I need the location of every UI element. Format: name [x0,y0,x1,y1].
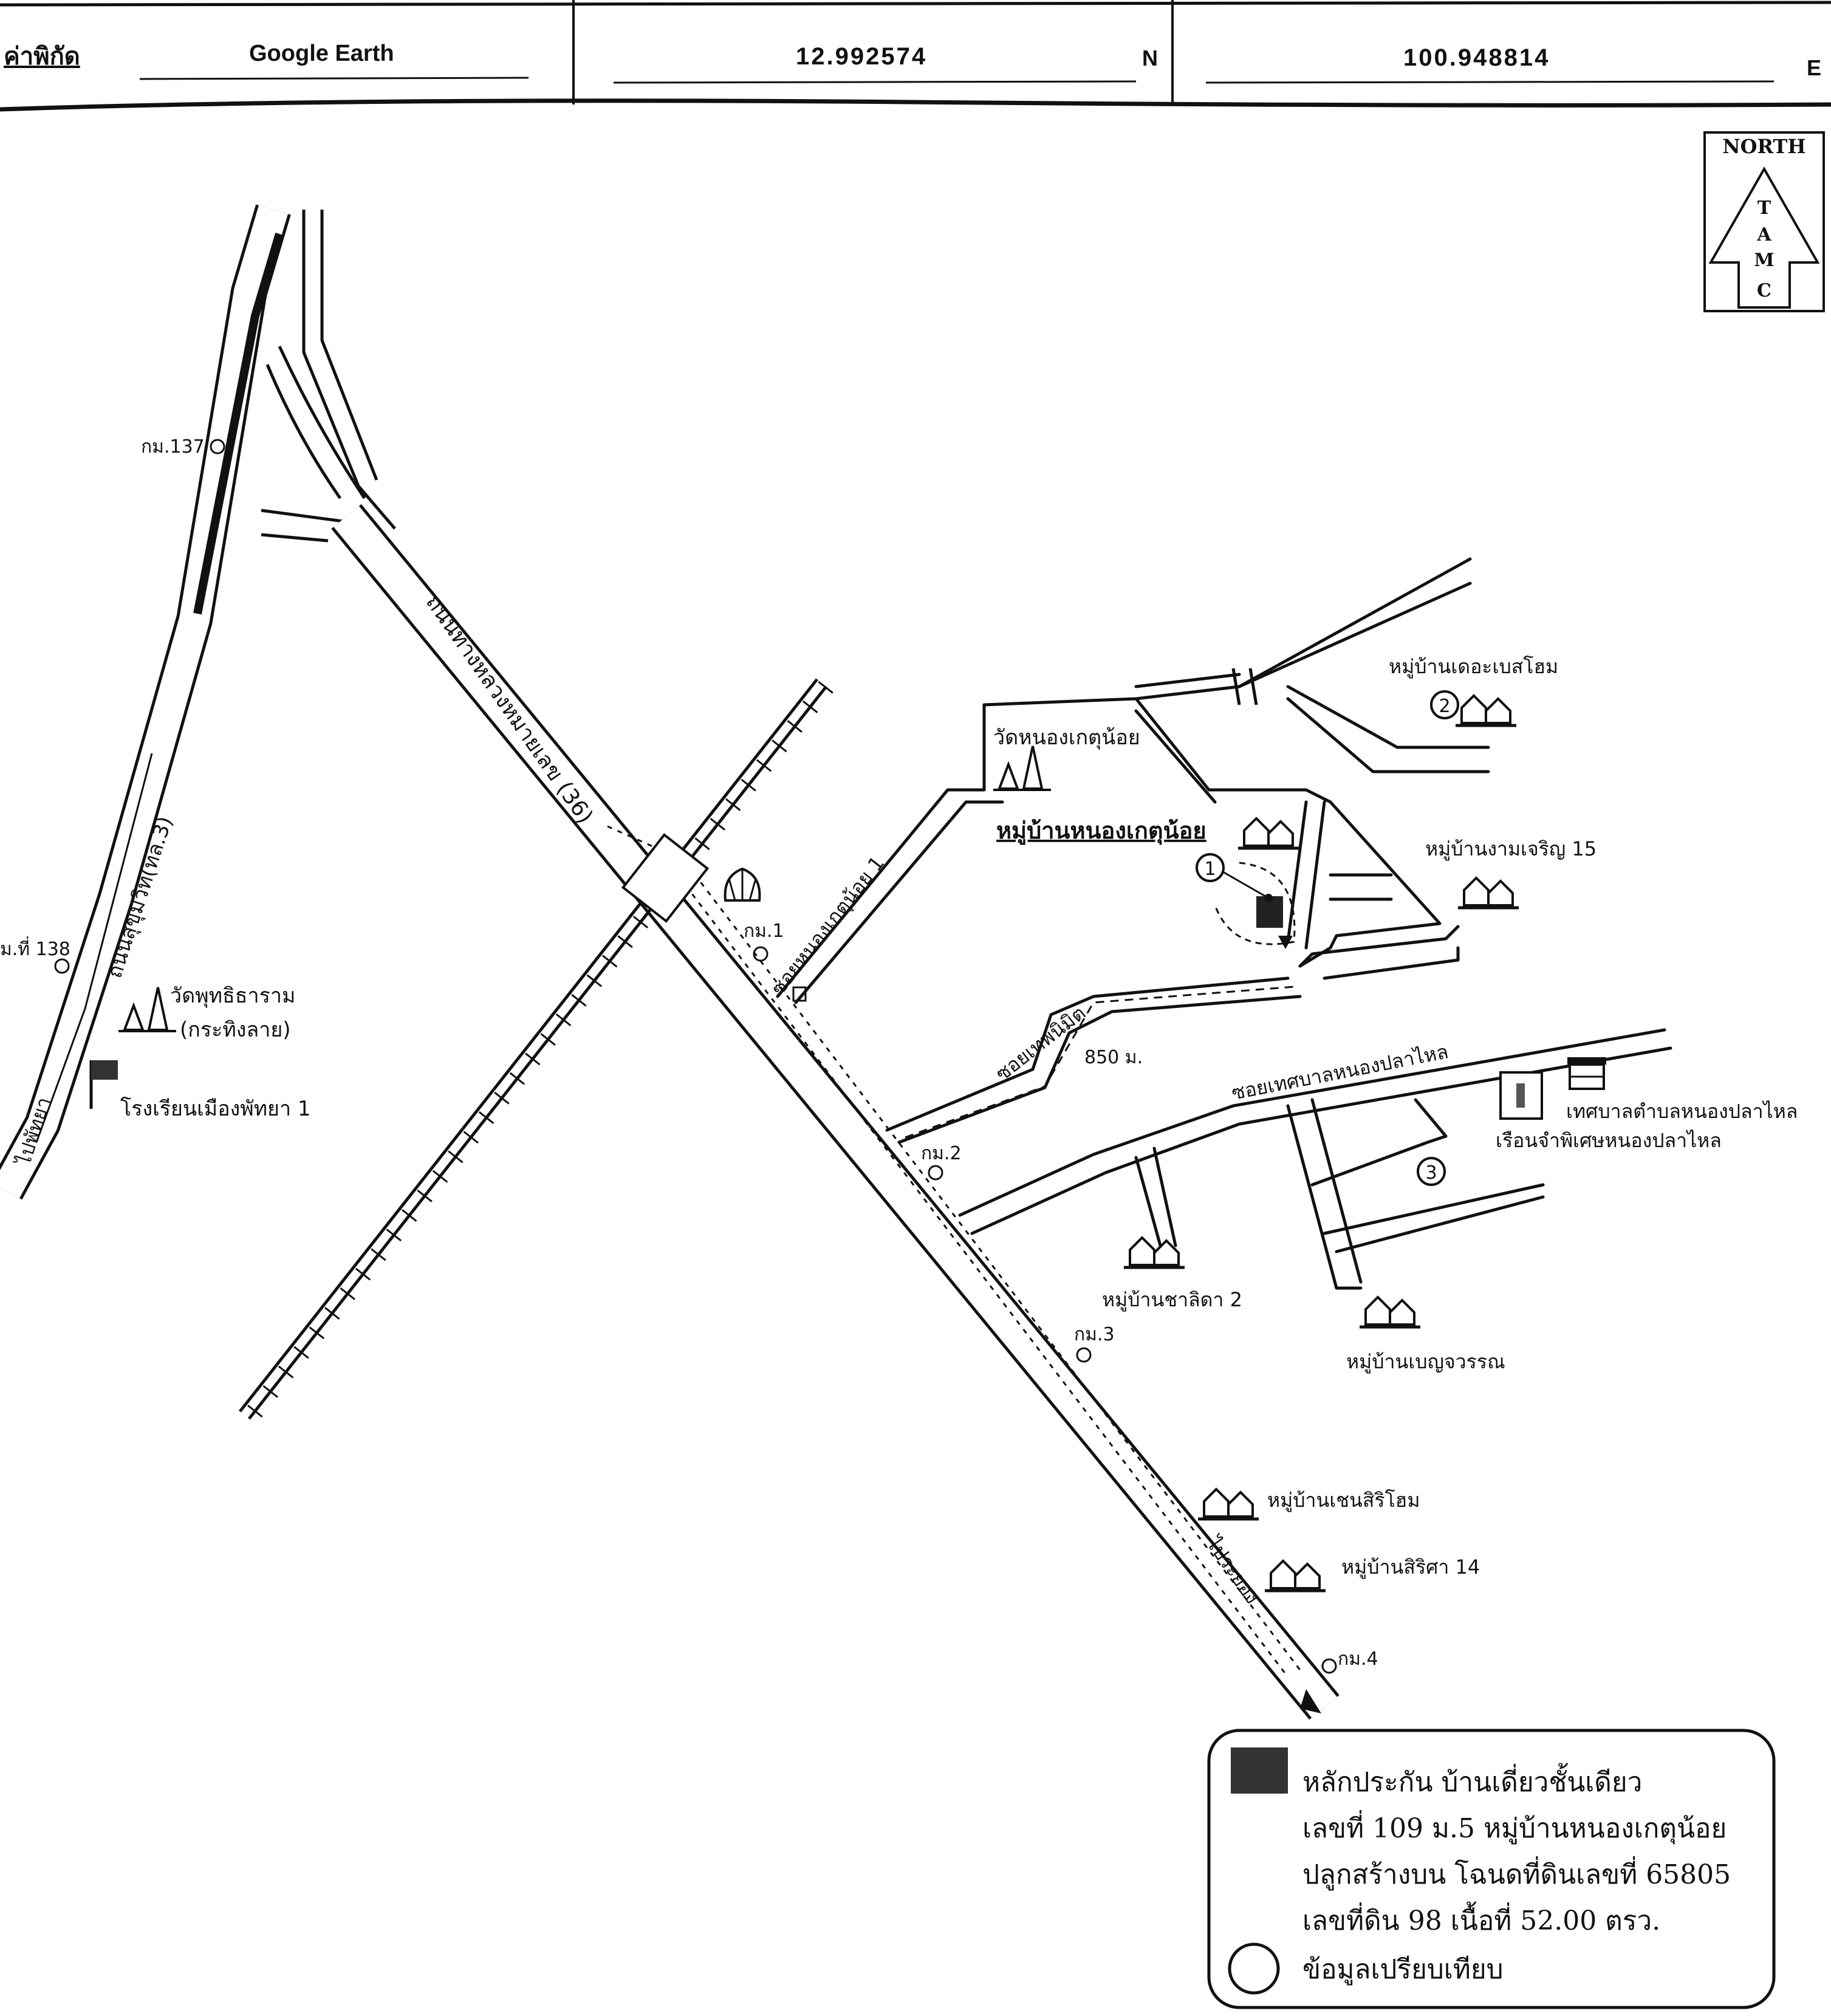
municipality-building-icon [1567,1057,1606,1090]
legend-box: หลักประกัน บ้านเดี่ยวชั้นเดียว เลขที่ 10… [1207,1729,1776,2009]
coordinate-header: ค่าพิกัด Google Earth 12.992574 N 100.94… [0,0,1831,112]
compass-letter-m: M [1754,250,1774,271]
compass-letter-a: A [1756,224,1771,245]
longitude-direction: E [1807,55,1821,80]
school-label: โรงเรียนเมืองพัทยา 1 [120,1097,311,1121]
svg-text:1: 1 [1204,859,1216,880]
collateral-swatch [1231,1747,1288,1794]
longitude-value: 100.948814 [1403,44,1550,71]
svg-text:3: 3 [1425,1162,1437,1184]
compass-letter-t: T [1757,197,1771,219]
latitude-direction: N [1142,46,1158,70]
school-flag-icon [89,1060,118,1109]
sukhumvit-road [0,204,291,1200]
marker-1: 1 [1196,853,1225,882]
marker-2: 2 [1430,690,1459,719]
svg-text:2: 2 [1439,696,1450,717]
temple-icon [993,746,1051,791]
gas-station-icon [792,986,807,1002]
coordinate-source: Google Earth [249,41,394,66]
north-label: NORTH [1722,135,1805,158]
marker-3: 3 [1417,1157,1446,1186]
shell-station-icon [724,867,761,902]
wat-nongket-label: วัดหนองเกตุน้อย [993,725,1140,750]
km-post-icon [753,946,768,962]
house-icon [1456,694,1516,727]
house-icon [1360,1295,1420,1329]
north-arrow-icon [1708,166,1820,309]
subject-village-label: หมู่บ้านหนองเกตุน้อย [996,817,1206,845]
house-icon [1124,1236,1185,1269]
house-icon [1198,1487,1259,1521]
ngam-charoen-label: หมู่บ้านงามเจริญ 15 [1425,837,1597,861]
the-best-home-label: หมู่บ้านเดอะเบสโฮม [1389,655,1558,679]
km-2-label: กม.2 [921,1143,962,1164]
km-markers: กม.137 ม.ที่ 138 กม.1 กม.2 กม.3 กม.4 [0,436,1378,1674]
wat-phutthitharam-label: วัดพุทธิธาราม [170,984,295,1008]
km-138-label: ม.ที่ 138 [0,936,70,960]
municipality-label: เทศบาลตำบลหนองปลาไหล [1566,1100,1798,1123]
soi-thepnimit-label: ซอยเทพนิมิต [991,1001,1090,1086]
distance-label: 850 ม. [1084,1047,1143,1068]
temple-icon [118,987,176,1032]
house-icon [1265,1559,1326,1593]
latitude-value: 12.992574 [796,43,927,70]
legend-line-3: ปลูกสร้างบน โฉนดที่ดินเลขที่ 65805 [1302,1856,1731,1891]
legend-line-5: ข้อมูลเปรียบเทียบ [1302,1954,1504,1986]
km-post-icon [1076,1347,1092,1363]
benjawan-label: หมู่บ้านเบญจวรรณ [1346,1350,1505,1374]
km-1-label: กม.1 [744,921,784,942]
compass-letter-c: C [1757,280,1771,301]
house-icon [1458,876,1519,910]
highway-36 [331,504,1340,1720]
prison-icon [1499,1071,1543,1120]
km-137-label: กม.137 [141,436,205,458]
highway-36-label: ถนนทางหลวงหมายเลข (36) [421,591,598,828]
local-roads [776,557,1672,1290]
legend-line-2: เลขที่ 109 ม.5 หมู่บ้านหนองเกตุน้อย [1302,1809,1727,1845]
chain-siri-label: หมู่บ้านเชนสิริโฮม [1267,1489,1420,1512]
prison-label: เรือนจำพิเศษหนองปลาไหล [1496,1129,1722,1152]
house-icon [1238,817,1299,850]
soi-nongket-label: ซอยหนองเกตุน้อย 1 [766,852,889,1000]
krathing-lai-label: (กระทิงลาย) [180,1018,291,1042]
km-3-label: กม.3 [1074,1324,1115,1345]
coordinate-label: ค่าพิกัด [4,43,80,70]
subject-property [1214,862,1296,949]
legend-line-1: หลักประกัน บ้านเดี่ยวชั้นเดียว [1302,1763,1642,1798]
location-pin-icon [1278,936,1293,949]
km-post-icon [54,958,70,974]
interchange [261,210,396,543]
chalida-label: หมู่บ้านชาลิดา 2 [1102,1288,1242,1312]
km-post-icon [1321,1658,1337,1674]
km-post-icon [210,439,225,454]
km-4-label: กม.4 [1338,1648,1378,1670]
legend-line-4: เลขที่ดิน 98 เนื้อที่ 52.00 ตรว. [1302,1901,1660,1936]
km-post-icon [928,1165,943,1181]
railway [239,678,833,1425]
comparable-circle-icon [1228,1942,1280,1995]
sirisa-label: หมู่บ้านสิริศา 14 [1341,1555,1480,1579]
north-compass: NORTH T A M C [1703,131,1825,312]
